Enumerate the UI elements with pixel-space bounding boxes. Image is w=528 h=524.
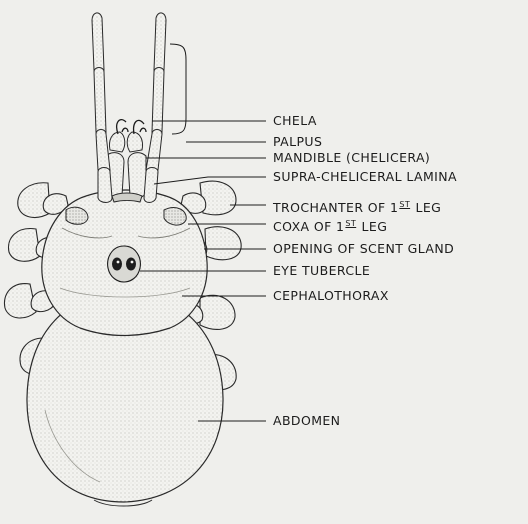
label-trochanter-first-leg: TROCHANTER OF 1ST LEG (273, 198, 441, 215)
label-coxa-pre: COXA OF 1 (273, 219, 344, 234)
label-trochanter-sup: ST (399, 200, 410, 209)
label-mandible: MANDIBLE (CHELICERA) (273, 151, 430, 165)
coxa-right (164, 208, 186, 225)
supra-cheliceral-lamina (112, 193, 142, 202)
label-chela: CHELA (273, 114, 317, 128)
label-eye-tubercle: EYE TUBERCLE (273, 264, 370, 278)
label-supra-cheliceral-lamina: SUPRA-CHELICERAL LAMINA (273, 170, 457, 184)
mandible-right (127, 132, 146, 198)
label-abdomen: ABDOMEN (273, 414, 340, 428)
palp-right (144, 13, 166, 203)
eye-tubercle (108, 246, 141, 282)
label-cephalothorax: CEPHALOTHORAX (273, 289, 389, 303)
label-scent-gland-opening: OPENING OF SCENT GLAND (273, 242, 454, 256)
label-trochanter-post: LEG (411, 200, 441, 215)
leg-left-1 (18, 183, 68, 218)
label-coxa-first-leg: COXA OF 1ST LEG (273, 217, 387, 234)
palp-left (92, 13, 112, 203)
label-trochanter-pre: TROCHANTER OF 1 (273, 200, 398, 215)
label-palpus: PALPUS (273, 135, 322, 149)
label-coxa-sup: ST (345, 219, 356, 228)
label-coxa-post: LEG (357, 219, 387, 234)
leg-right-1 (181, 181, 236, 215)
